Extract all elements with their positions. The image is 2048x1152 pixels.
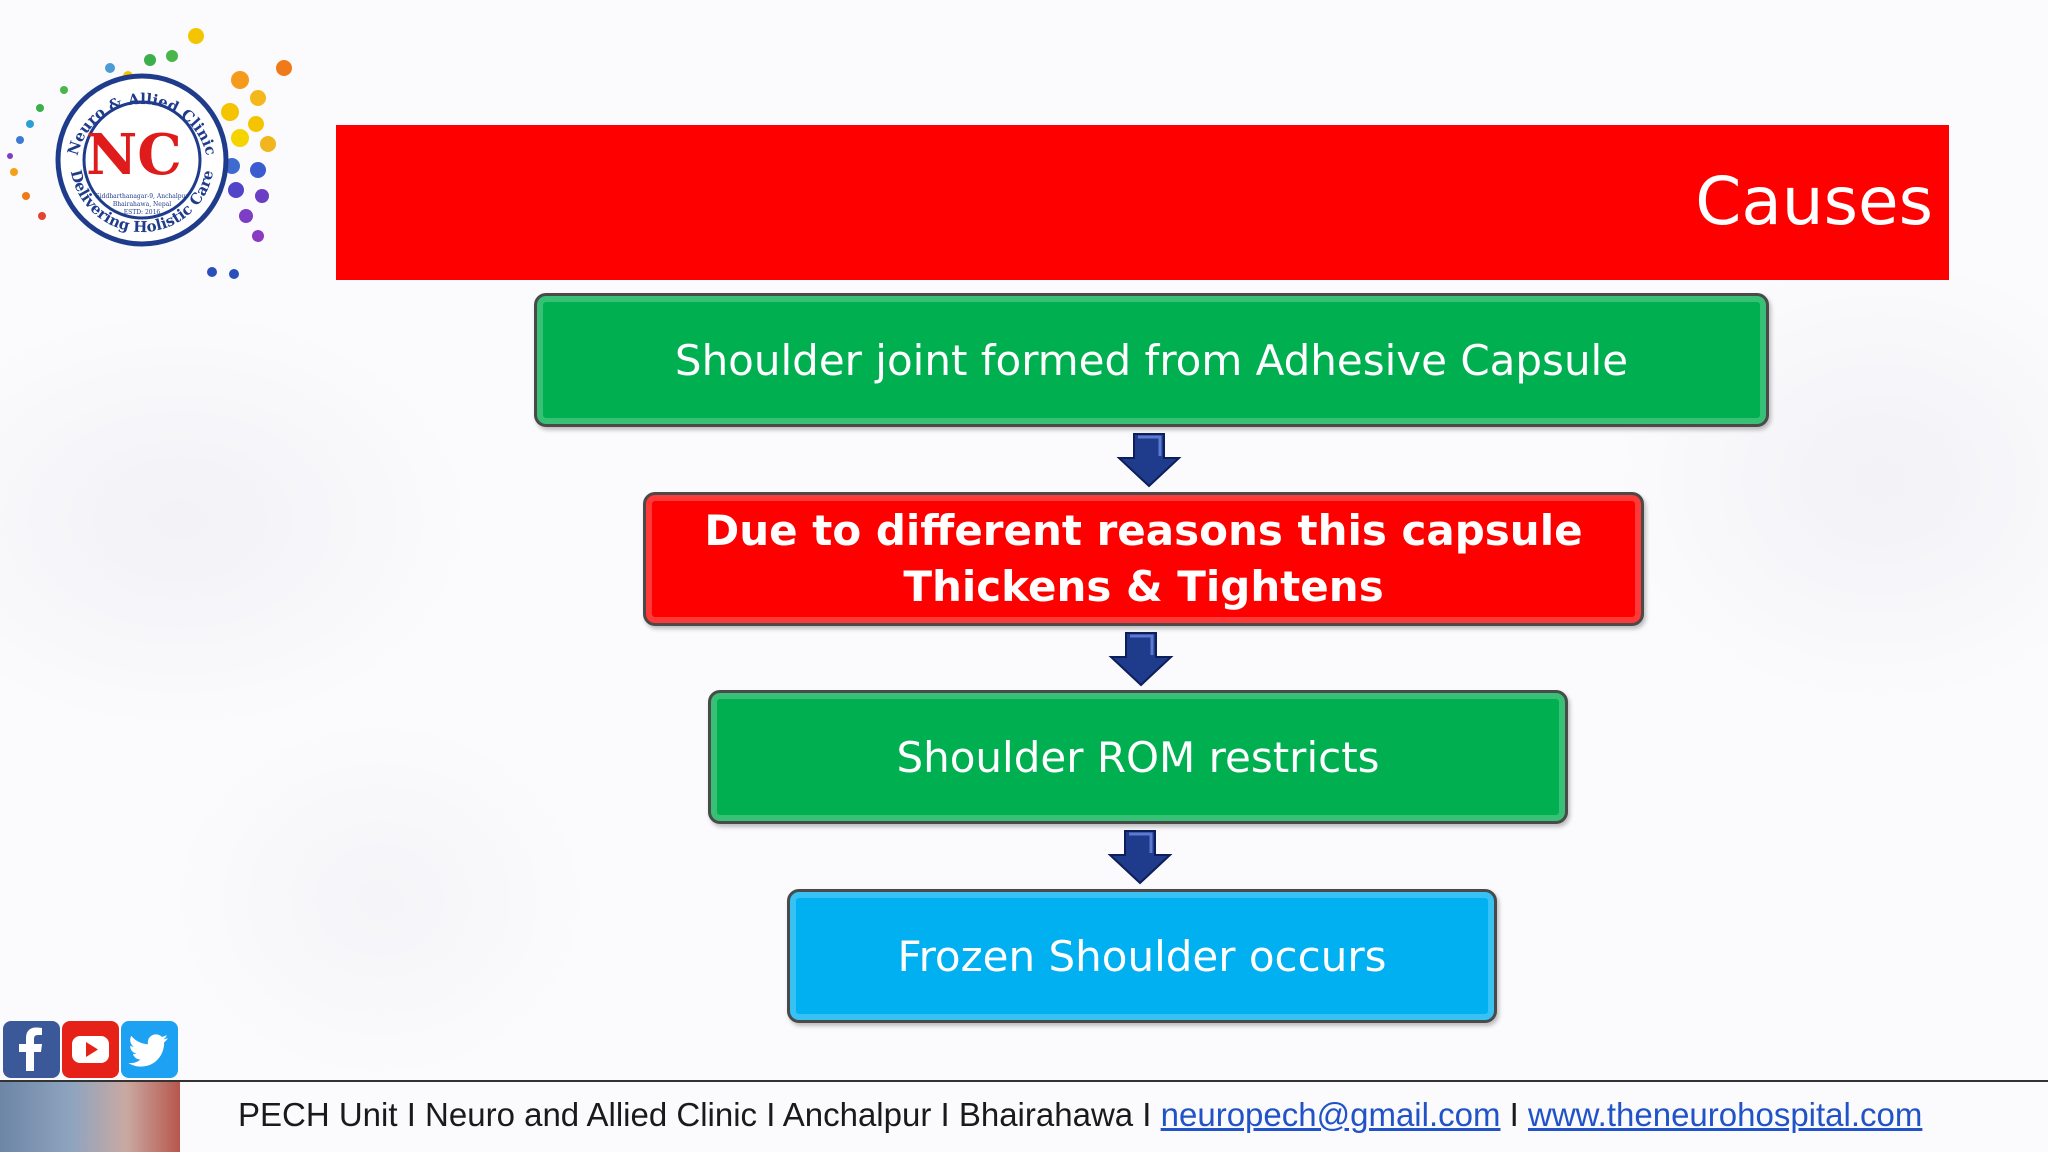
logo-address-line1: Siddharthanagar-9, Anchalpur (96, 193, 189, 200)
flow-step-3: Shoulder ROM restricts (708, 690, 1568, 824)
flow-step-1: Shoulder joint formed from Adhesive Caps… (534, 293, 1769, 427)
flow-step-2-line1: Due to different reasons this capsule (704, 506, 1583, 555)
down-arrow-icon (1116, 433, 1182, 488)
footer-info: PECH Unit I Neuro and Allied Clinic I An… (238, 1096, 2038, 1134)
flow-step-3-text: Shoulder ROM restricts (896, 732, 1380, 782)
facebook-icon[interactable] (3, 1021, 60, 1078)
down-arrow-icon (1107, 830, 1173, 885)
flow-step-4: Frozen Shoulder occurs (787, 889, 1497, 1023)
flow-step-2-line2: Thickens & Tightens (903, 562, 1384, 611)
flow-step-1-text: Shoulder joint formed from Adhesive Caps… (674, 335, 1629, 385)
flow-step-4-text: Frozen Shoulder occurs (897, 931, 1387, 981)
slide-title: Causes (1695, 163, 1933, 240)
down-arrow-icon (1108, 632, 1174, 687)
youtube-icon[interactable] (62, 1021, 119, 1078)
footer-text: PECH Unit I Neuro and Allied Clinic I An… (238, 1096, 1161, 1133)
clinic-logo: Neuro & Allied Clinic Delivering Holisti… (0, 20, 310, 290)
footer-email-link[interactable]: neuropech@gmail.com (1160, 1096, 1501, 1133)
title-bar: Causes (336, 125, 1949, 280)
twitter-icon[interactable] (121, 1021, 178, 1078)
flow-step-2: Due to different reasons this capsule Th… (643, 492, 1644, 626)
footer-separator: I (1500, 1096, 1528, 1133)
logo-established: ESTD: 2016 (124, 209, 161, 216)
footer-thumbnail-image (0, 1082, 180, 1152)
logo-address-line2: Bhairahawa, Nepal (113, 201, 171, 208)
logo-initials: NC (86, 122, 182, 188)
logo-dots (7, 28, 292, 279)
footer-website-link[interactable]: www.theneurohospital.com (1528, 1096, 1923, 1133)
footer-divider (0, 1080, 2048, 1082)
